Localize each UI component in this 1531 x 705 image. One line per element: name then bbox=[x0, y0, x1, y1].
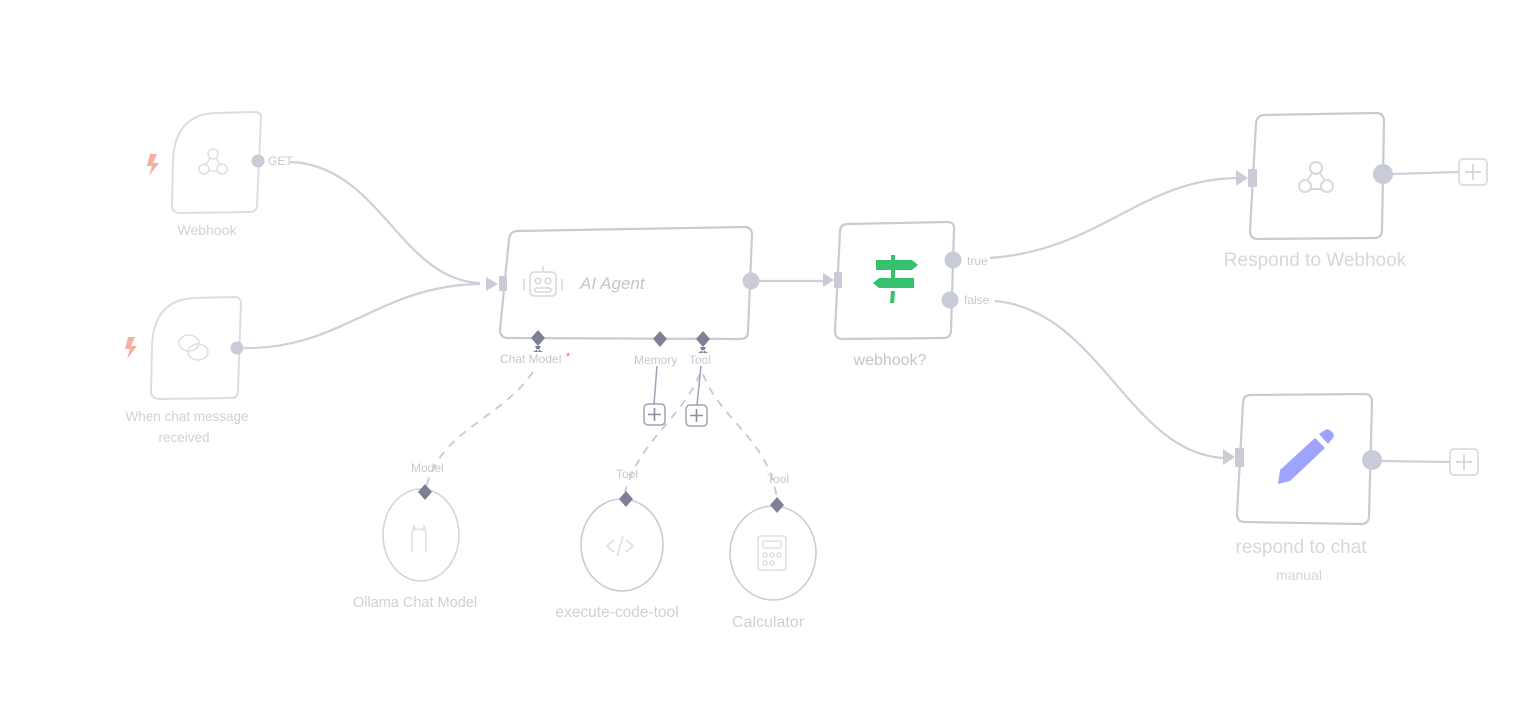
output-label-false: false bbox=[964, 293, 990, 307]
model-port-diamond[interactable] bbox=[418, 484, 432, 500]
node-calculator[interactable]: Tool Calculator bbox=[729, 472, 817, 631]
node-label: Respond to Webhook bbox=[1224, 250, 1407, 271]
output-handle[interactable] bbox=[230, 341, 244, 355]
memory-port-diamond[interactable] bbox=[653, 331, 667, 347]
node-label: webhook? bbox=[853, 352, 927, 369]
connection-calculator-to-tool[interactable] bbox=[702, 373, 778, 501]
tool-port-diamond[interactable] bbox=[770, 497, 784, 513]
node-if-webhook[interactable]: true false webhook? bbox=[823, 220, 990, 369]
output-handle[interactable] bbox=[1362, 450, 1382, 470]
node-label: Ollama Chat Model bbox=[353, 595, 477, 611]
node-execute-code-tool[interactable]: Tool execute-code-tool bbox=[555, 467, 678, 621]
input-arrow-icon bbox=[1236, 170, 1248, 186]
required-mark: * bbox=[566, 351, 571, 363]
port-label-tool: Tool bbox=[767, 472, 789, 486]
node-ollama-chat-model[interactable]: Model Ollama Chat Model bbox=[353, 461, 477, 611]
webhook-icon bbox=[1298, 161, 1334, 193]
tool-port-diamond[interactable] bbox=[619, 491, 633, 507]
connection-respond-webhook-to-add[interactable] bbox=[1391, 170, 1460, 176]
tool-add-connector bbox=[696, 365, 702, 406]
output-handle-true[interactable] bbox=[944, 251, 962, 269]
node-ai-agent[interactable]: AI Agent Chat Model * Memory Tool bbox=[486, 225, 760, 367]
port-label-tool: Tool bbox=[616, 467, 638, 481]
connections bbox=[243, 160, 1460, 501]
connection-true-to-respond-webhook[interactable] bbox=[989, 176, 1237, 260]
connection-false-to-respond-chat[interactable] bbox=[994, 299, 1226, 460]
port-label-memory: Memory bbox=[634, 353, 677, 367]
input-handle[interactable] bbox=[1248, 169, 1257, 187]
node-label: Calculator bbox=[732, 614, 805, 631]
input-handle[interactable] bbox=[499, 276, 507, 291]
input-arrow-icon bbox=[823, 273, 834, 287]
calculator-icon bbox=[757, 535, 787, 571]
node-label: execute-code-tool bbox=[555, 604, 678, 621]
node-chat-trigger[interactable]: When chat message received bbox=[125, 295, 249, 445]
node-respond-to-chat[interactable]: respond to chat manual bbox=[1223, 392, 1382, 583]
input-handle[interactable] bbox=[1235, 448, 1244, 467]
port-stem bbox=[533, 346, 543, 352]
pencil-icon bbox=[1278, 429, 1334, 484]
node-label-line2: received bbox=[158, 430, 209, 445]
port-label-tool: Tool bbox=[689, 353, 711, 367]
output-label-true: true bbox=[967, 254, 988, 268]
port-label-model: Model bbox=[411, 461, 444, 475]
port-label-chat-model: Chat Model bbox=[500, 352, 561, 366]
webhook-icon bbox=[198, 148, 228, 175]
node-subtitle: manual bbox=[1276, 567, 1322, 583]
output-handle[interactable] bbox=[1373, 164, 1393, 184]
add-tool-button[interactable] bbox=[685, 404, 708, 427]
add-next-node-button[interactable] bbox=[1449, 448, 1479, 476]
chat-model-port-diamond[interactable] bbox=[531, 330, 545, 346]
connection-chat-to-agent[interactable] bbox=[243, 282, 481, 350]
tool-port-diamond[interactable] bbox=[696, 331, 710, 347]
node-label: When chat message bbox=[125, 409, 248, 424]
robot-icon bbox=[523, 266, 563, 297]
add-memory-button[interactable] bbox=[643, 403, 666, 426]
trigger-bolt-icon bbox=[147, 154, 159, 176]
node-label: AI Agent bbox=[579, 274, 646, 293]
node-webhook[interactable]: GET Webhook bbox=[147, 110, 293, 238]
port-stem bbox=[698, 347, 708, 353]
output-handle[interactable] bbox=[251, 154, 265, 168]
add-next-node-button[interactable] bbox=[1458, 158, 1488, 186]
connection-respond-chat-to-add[interactable] bbox=[1381, 459, 1451, 464]
input-arrow-icon bbox=[1223, 449, 1235, 465]
output-handle-false[interactable] bbox=[941, 291, 959, 309]
connection-code-tool-to-tool[interactable] bbox=[624, 373, 701, 493]
connection-ollama-to-chat-model[interactable] bbox=[425, 371, 534, 489]
node-label: respond to chat bbox=[1236, 537, 1368, 558]
chat-bubbles-icon bbox=[178, 334, 209, 361]
output-handle[interactable] bbox=[742, 272, 760, 290]
signpost-icon bbox=[873, 255, 918, 303]
code-icon bbox=[605, 535, 635, 557]
node-label: Webhook bbox=[178, 222, 238, 238]
node-respond-to-webhook[interactable]: Respond to Webhook bbox=[1224, 111, 1407, 271]
llama-icon bbox=[411, 523, 427, 552]
input-arrow-icon bbox=[486, 277, 498, 291]
connection-webhook-to-agent[interactable] bbox=[289, 160, 481, 285]
output-label-get: GET bbox=[268, 154, 293, 168]
trigger-bolt-icon bbox=[125, 337, 137, 359]
input-handle[interactable] bbox=[834, 272, 842, 288]
memory-add-connector bbox=[653, 365, 658, 405]
